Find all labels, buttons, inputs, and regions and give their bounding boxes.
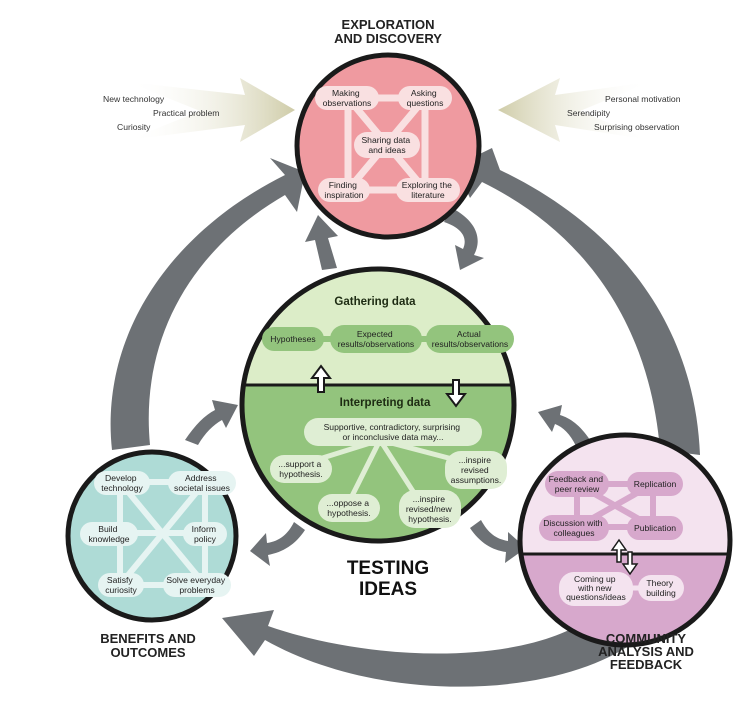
testing-circle: Gathering data Hypotheses Expected resul… xyxy=(239,266,517,544)
community-title-line3: FEEDBACK xyxy=(610,657,683,672)
interpreting-data-title: Interpreting data xyxy=(340,397,431,409)
node-replication: Replication xyxy=(634,479,677,489)
down-arrow-icon xyxy=(445,379,467,408)
arrow-community-to-benefits xyxy=(222,610,640,687)
node-new-questions: Coming up with new questions/ideas xyxy=(566,574,626,602)
node-discussion: Discussion with colleagues xyxy=(543,518,605,538)
up-arrow-icon xyxy=(310,364,332,393)
input-arrow-right xyxy=(498,78,650,142)
arrow-testing-to-exploration xyxy=(305,215,338,270)
input-serendipity: Serendipity xyxy=(567,108,611,118)
node-publication: Publication xyxy=(634,523,676,533)
node-asking-questions: Asking questions xyxy=(407,88,444,108)
testing-title-line2: IDEAS xyxy=(359,579,417,600)
arrow-benefits-to-testing xyxy=(185,400,238,445)
node-inspire-assumptions: ...inspire revised assumptions. xyxy=(451,455,502,485)
node-feedback-review: Feedback and peer review xyxy=(549,474,606,494)
node-supportive-data: Supportive, contradictory, surprising or… xyxy=(324,422,463,442)
community-title-line2: ANALYSIS AND xyxy=(598,644,694,659)
node-expected-results: Expected results/observations xyxy=(338,329,414,349)
node-hypotheses: Hypotheses xyxy=(270,334,315,344)
node-address-issues: Address societal issues xyxy=(174,473,230,493)
input-new-technology: New technology xyxy=(103,94,165,104)
exploration-title-line1: EXPLORATION xyxy=(342,17,435,32)
arrow-exploration-to-testing xyxy=(444,208,484,270)
gathering-data-title: Gathering data xyxy=(334,296,416,308)
cycle-arrows xyxy=(110,148,700,687)
down-arrow-icon xyxy=(621,551,639,576)
arrow-community-to-exploration xyxy=(455,148,700,455)
benefits-title-line2: OUTCOMES xyxy=(110,645,185,660)
node-support-hypothesis: ...support a hypothesis. xyxy=(278,459,323,479)
community-circle: Feedback and peer review Replication Dis… xyxy=(517,432,733,648)
node-inform-policy: Inform policy xyxy=(192,524,219,544)
node-exploring-literature: Exploring the literature xyxy=(402,180,455,200)
testing-title-line1: TESTING xyxy=(347,558,429,579)
node-theory-building: Theory building xyxy=(646,578,676,598)
node-making-observations: Making observations xyxy=(323,88,372,108)
arrow-benefits-to-exploration xyxy=(110,158,305,450)
arrow-testing-to-benefits xyxy=(250,522,305,566)
input-personal-motivation: Personal motivation xyxy=(605,94,681,104)
benefits-circle: Develop technology Address societal issu… xyxy=(65,449,239,623)
node-develop-technology: Develop technology xyxy=(101,473,143,493)
node-satisfy-curiosity: Satisfy curiosity xyxy=(105,575,137,595)
node-build-knowledge: Build knowledge xyxy=(88,524,129,544)
community-title-line1: COMMUNITY xyxy=(606,631,686,646)
input-arrow-left xyxy=(128,78,295,142)
exploration-title-line2: AND DISCOVERY xyxy=(334,31,442,46)
node-solve-problems: Solve everyday problems xyxy=(166,575,227,595)
node-oppose-hypothesis: ...oppose a hypothesis. xyxy=(327,498,372,518)
up-arrow-icon xyxy=(610,538,628,563)
arrow-community-to-testing xyxy=(538,405,590,446)
arrow-testing-to-community xyxy=(470,520,526,563)
node-inspire-new-hypothesis: ...inspire revised/new hypothesis. xyxy=(406,494,454,524)
benefits-title-line1: BENEFITS AND xyxy=(100,631,196,646)
input-surprising-observation: Surprising observation xyxy=(594,122,680,132)
node-finding-inspiration: Finding inspiration xyxy=(324,180,363,200)
input-curiosity: Curiosity xyxy=(117,122,151,132)
input-practical-problem: Practical problem xyxy=(153,108,219,118)
node-sharing-data: Sharing data and ideas xyxy=(361,135,412,155)
node-actual-results: Actual results/observations xyxy=(432,329,508,349)
exploration-circle: Making observations Asking questions Sha… xyxy=(294,52,482,240)
